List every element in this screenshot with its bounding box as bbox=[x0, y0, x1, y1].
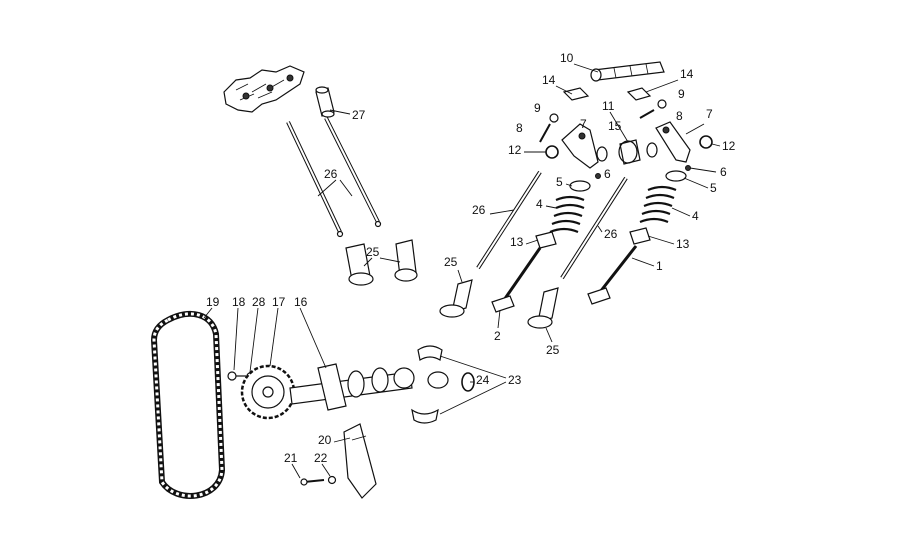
callout-13: 13 bbox=[510, 235, 524, 249]
callout-21: 21 bbox=[284, 451, 298, 465]
callout-27: 27 bbox=[352, 108, 366, 122]
callout-12: 12 bbox=[722, 139, 736, 153]
bolt bbox=[227, 371, 246, 381]
callout-15: 15 bbox=[608, 119, 622, 133]
tappet bbox=[439, 279, 559, 329]
adjuster-screw bbox=[539, 109, 655, 143]
intake-valve bbox=[491, 247, 542, 313]
washer bbox=[327, 475, 337, 485]
callout-2: 2 bbox=[494, 329, 501, 343]
spacer-washer bbox=[596, 142, 658, 162]
exhaust-valve bbox=[587, 245, 638, 305]
callout-25: 25 bbox=[444, 255, 458, 269]
push-rod bbox=[286, 117, 382, 238]
callouts: 10 14 14 9 9 11 8 8 7 7 15 12 12 5 6 6 5… bbox=[203, 51, 736, 479]
rocker-shaft bbox=[590, 61, 665, 82]
callout-6: 6 bbox=[720, 165, 727, 179]
camshaft bbox=[289, 363, 449, 411]
callout-4: 4 bbox=[536, 197, 543, 211]
callout-25: 25 bbox=[546, 343, 560, 357]
half-bearing bbox=[411, 345, 443, 424]
callout-4: 4 bbox=[692, 209, 699, 223]
bolt bbox=[300, 478, 325, 486]
callout-13: 13 bbox=[676, 237, 690, 251]
cam-follower-bushing bbox=[618, 139, 641, 165]
callout-23: 23 bbox=[508, 373, 522, 387]
valve-stem-seal bbox=[535, 227, 651, 249]
valve-spring bbox=[549, 185, 677, 234]
callout-24: 24 bbox=[476, 373, 490, 387]
callout-11: 11 bbox=[602, 99, 615, 113]
rocker-arm bbox=[561, 121, 691, 169]
callout-9: 9 bbox=[678, 87, 685, 101]
rocker-shaft-pad bbox=[562, 87, 652, 101]
callout-5: 5 bbox=[710, 181, 717, 195]
callout-8: 8 bbox=[676, 109, 683, 123]
callout-26: 26 bbox=[472, 203, 486, 217]
rocker-arm-assembly bbox=[223, 65, 305, 113]
callout-14: 14 bbox=[680, 67, 694, 81]
callout-12: 12 bbox=[508, 143, 522, 157]
callout-5: 5 bbox=[556, 175, 563, 189]
callout-7: 7 bbox=[706, 107, 713, 121]
callout-17: 17 bbox=[272, 295, 286, 309]
callout-26: 26 bbox=[324, 167, 338, 181]
callout-22: 22 bbox=[314, 451, 328, 465]
nut bbox=[549, 99, 667, 123]
chain-tensioner bbox=[343, 423, 377, 499]
callout-9: 9 bbox=[534, 101, 541, 115]
callout-7: 7 bbox=[580, 117, 587, 131]
valve-spring-retainer bbox=[569, 170, 687, 192]
callout-28: 28 bbox=[252, 295, 266, 309]
callout-25: 25 bbox=[366, 245, 380, 259]
cam-sprocket bbox=[240, 364, 296, 420]
callout-26: 26 bbox=[604, 227, 618, 241]
push-rod bbox=[476, 170, 628, 280]
callout-18: 18 bbox=[232, 295, 246, 309]
tappet bbox=[345, 239, 418, 286]
callout-6: 6 bbox=[604, 167, 611, 181]
cam-follower-bushing bbox=[315, 86, 335, 118]
timing-chain bbox=[150, 310, 226, 499]
callout-19: 19 bbox=[206, 295, 220, 309]
callout-1: 1 bbox=[656, 259, 663, 273]
callout-8: 8 bbox=[516, 121, 523, 135]
callout-14: 14 bbox=[542, 73, 556, 87]
callout-16: 16 bbox=[294, 295, 308, 309]
callout-20: 20 bbox=[318, 433, 332, 447]
callout-10: 10 bbox=[560, 51, 574, 65]
valve-collets bbox=[595, 165, 691, 179]
